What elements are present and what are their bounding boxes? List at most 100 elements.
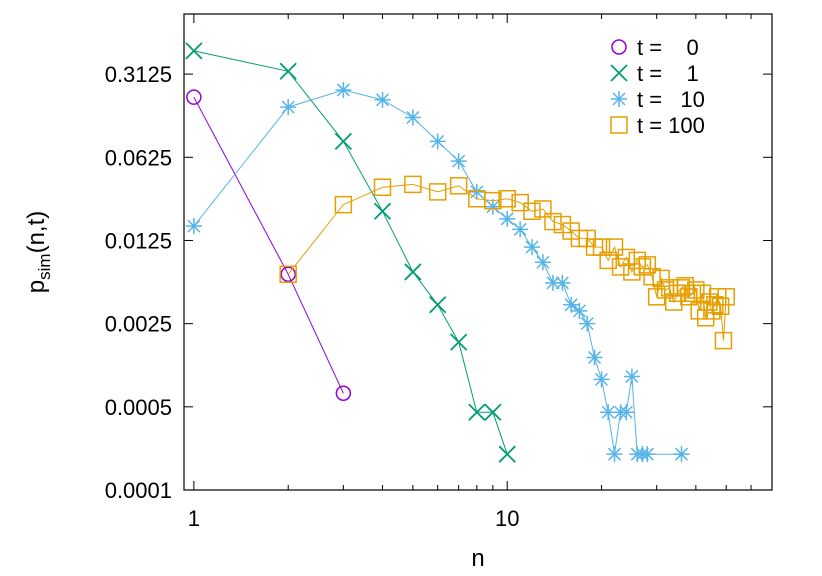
legend-marker-0 [611, 39, 627, 55]
point-3-43 [703, 302, 721, 320]
legend: t = 0t = 1t = 10t = 100 [610, 35, 705, 138]
y-axis-label: psim(n,t) [23, 211, 54, 293]
legend-entry-3: t = 100 [610, 113, 705, 138]
point-1-1 [279, 62, 297, 80]
legend-entry-0: t = 0 [611, 35, 699, 60]
plot-frame [183, 13, 773, 491]
point-2-27 [639, 446, 656, 463]
point-3-48 [717, 288, 735, 306]
point-3-13 [553, 215, 572, 234]
point-2-21 [606, 446, 623, 463]
point-2-14 [554, 274, 571, 291]
y-tick-label-5: 0.3125 [105, 62, 172, 87]
point-1-6 [450, 333, 468, 351]
point-2-12 [534, 254, 551, 271]
point-3-38 [687, 281, 705, 299]
point-3-1 [334, 195, 353, 214]
point-2-23 [618, 404, 635, 421]
point-3-4 [428, 183, 447, 201]
legend-label-3: t = 100 [637, 113, 705, 138]
point-2-6 [450, 153, 467, 170]
point-3-20 [605, 238, 624, 256]
point-2-17 [579, 315, 596, 332]
series-1 [185, 42, 516, 463]
legend-entry-2: t = 10 [611, 87, 705, 112]
point-3-12 [544, 212, 562, 231]
point-2-3 [374, 91, 391, 108]
point-3-5 [449, 177, 468, 195]
legend-marker-1 [610, 64, 628, 82]
legend-marker-3 [610, 116, 628, 134]
point-2-4 [404, 109, 421, 126]
point-3-42 [700, 293, 718, 311]
series-line-3 [287, 183, 727, 341]
point-1-3 [373, 202, 392, 220]
y-tick-label-2: 0.0025 [105, 312, 172, 337]
series-line-0 [193, 96, 344, 394]
point-2-5 [429, 133, 446, 150]
series-layer [185, 42, 735, 463]
point-2-20 [600, 404, 617, 421]
x-tick-label-1: 10 [495, 506, 519, 531]
point-0-0 [186, 89, 202, 105]
point-0-1 [280, 266, 296, 283]
point-3-46 [711, 297, 730, 316]
point-3-7 [484, 191, 502, 210]
point-3-2 [373, 178, 392, 197]
legend-label-0: t = 0 [637, 35, 699, 60]
y-axis-label-sub: sim [35, 253, 54, 279]
point-1-8 [484, 403, 502, 421]
point-2-11 [524, 239, 541, 256]
point-2-16 [571, 302, 588, 319]
axis-ticks: 0.0001 0.0005 0.0025 0.0125 0.0625 0.3125 1 10 [105, 14, 773, 531]
point-2-19 [593, 371, 610, 388]
series-2 [185, 81, 690, 463]
point-3-3 [404, 175, 422, 194]
point-2-8 [484, 198, 501, 215]
point-2-13 [544, 274, 561, 291]
legend-entry-1: t = 1 [610, 61, 699, 86]
legend-label-2: t = 10 [637, 87, 705, 112]
point-2-0 [185, 218, 202, 235]
point-2-24 [623, 368, 640, 385]
point-2-15 [563, 296, 580, 313]
y-axis-label-rest: (n,t) [23, 211, 50, 254]
y-tick-label-1: 0.0005 [105, 395, 172, 420]
y-axis-label-main: p [23, 280, 50, 293]
point-1-2 [334, 132, 353, 151]
point-3-8 [498, 190, 516, 208]
point-0-2 [335, 385, 352, 402]
point-3-24 [628, 251, 646, 270]
y-tick-label-3: 0.0125 [105, 228, 172, 253]
point-1-0 [185, 42, 203, 60]
series-0 [186, 89, 352, 402]
point-3-28 [647, 288, 666, 306]
y-tick-label-4: 0.0625 [105, 145, 172, 170]
point-3-22 [617, 248, 636, 267]
point-2-9 [499, 210, 516, 227]
point-1-4 [404, 263, 422, 281]
point-1-9 [498, 445, 516, 463]
point-3-36 [680, 288, 698, 306]
point-2-28 [673, 446, 690, 463]
legend-marker-2 [611, 91, 627, 107]
point-3-27 [643, 267, 661, 286]
x-tick-label-0: 1 [188, 506, 200, 531]
legend-label-1: t = 1 [637, 61, 699, 86]
y-tick-label-0: 0.0001 [105, 478, 172, 503]
x-axis-label: n [471, 545, 484, 572]
point-1-7 [468, 403, 486, 421]
series-line-1 [193, 50, 508, 455]
point-3-47 [714, 331, 733, 350]
series-3 [279, 175, 735, 350]
point-3-0 [279, 265, 297, 284]
point-2-1 [280, 99, 297, 116]
point-3-26 [638, 256, 657, 274]
point-3-10 [523, 202, 541, 221]
point-3-11 [534, 200, 552, 218]
point-3-19 [599, 251, 617, 270]
point-2-7 [468, 183, 485, 200]
point-2-18 [586, 349, 603, 366]
point-2-10 [512, 221, 529, 238]
